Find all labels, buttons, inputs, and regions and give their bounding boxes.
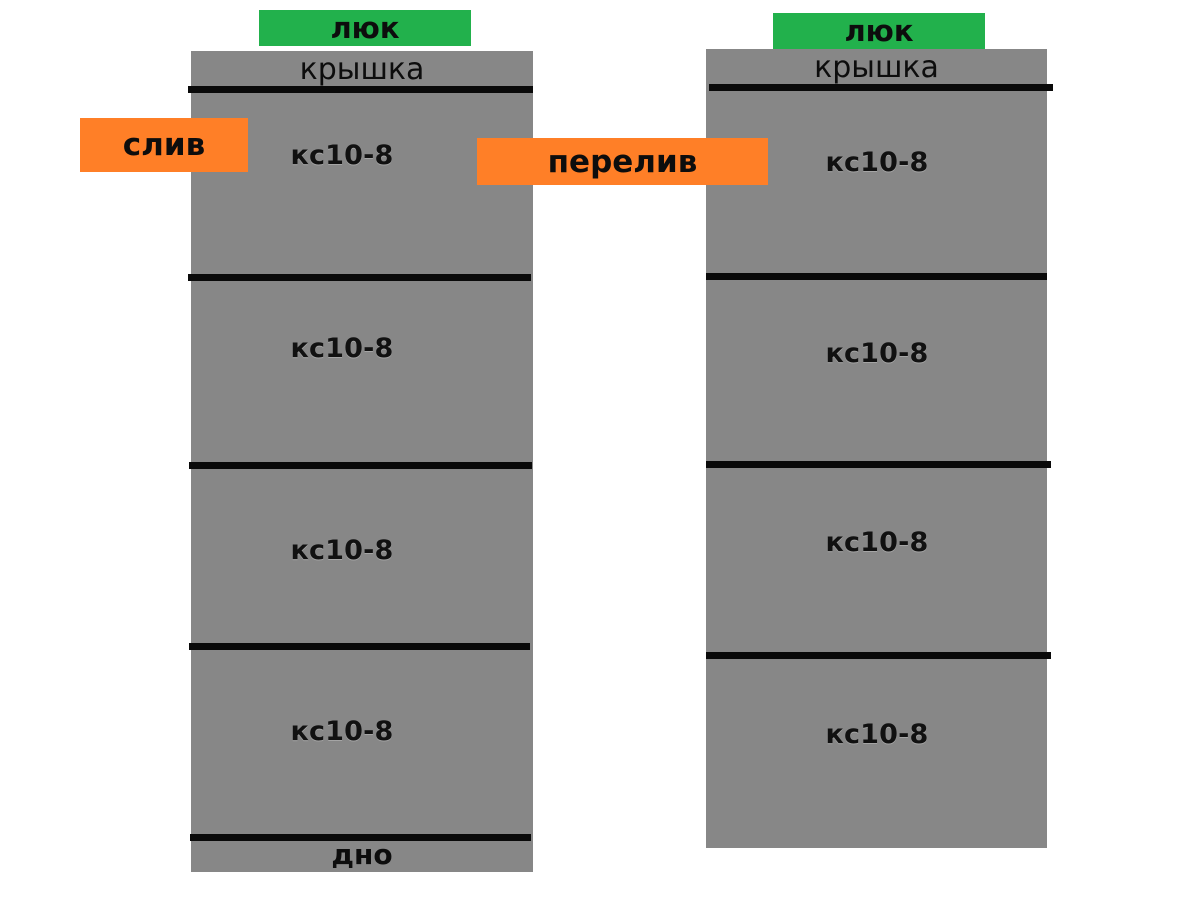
- callout-hatch-left-label: люк: [330, 11, 400, 45]
- callout-hatch-right[interactable]: люк: [773, 13, 985, 49]
- tank-left-ring-label-2: кс10-8: [290, 333, 394, 364]
- callout-overflow-label: перелив: [547, 143, 698, 180]
- callout-hatch-left[interactable]: люк: [259, 10, 471, 46]
- tank-right-ring-label-2: кс10-8: [825, 338, 929, 369]
- tank-left-seam-bottom: [190, 834, 531, 841]
- tank-left-seam-3: [189, 643, 530, 650]
- tank-right-seam-2: [706, 461, 1051, 468]
- tank-left-body: [191, 51, 533, 872]
- tank-left-ring-label-4: кс10-8: [290, 716, 394, 747]
- tank-left-seam-cap: [188, 86, 533, 93]
- tank-right-ring-label-3: кс10-8: [825, 527, 929, 558]
- callout-overflow[interactable]: перелив: [477, 138, 768, 185]
- callout-drain-label: слив: [122, 127, 206, 163]
- tank-left-ring-label-1: кс10-8: [290, 140, 394, 171]
- tank-right-seam-3: [706, 652, 1051, 659]
- tank-left-bottom-label: дно: [331, 838, 393, 871]
- callout-hatch-right-label: люк: [844, 14, 914, 48]
- tank-left-seam-1: [188, 274, 531, 281]
- tank-left-cap-label: крышка: [299, 52, 425, 87]
- callout-drain[interactable]: слив: [80, 118, 248, 172]
- tank-left-ring-label-3: кс10-8: [290, 535, 394, 566]
- tank-right-ring-label-1: кс10-8: [825, 147, 929, 178]
- tank-right-cap-label: крышка: [814, 50, 939, 85]
- tank-left-seam-2: [189, 462, 532, 469]
- tank-right-seam-cap: [709, 84, 1053, 91]
- tank-right-ring-label-4: кс10-8: [825, 719, 929, 750]
- tank-right-seam-1: [706, 273, 1047, 280]
